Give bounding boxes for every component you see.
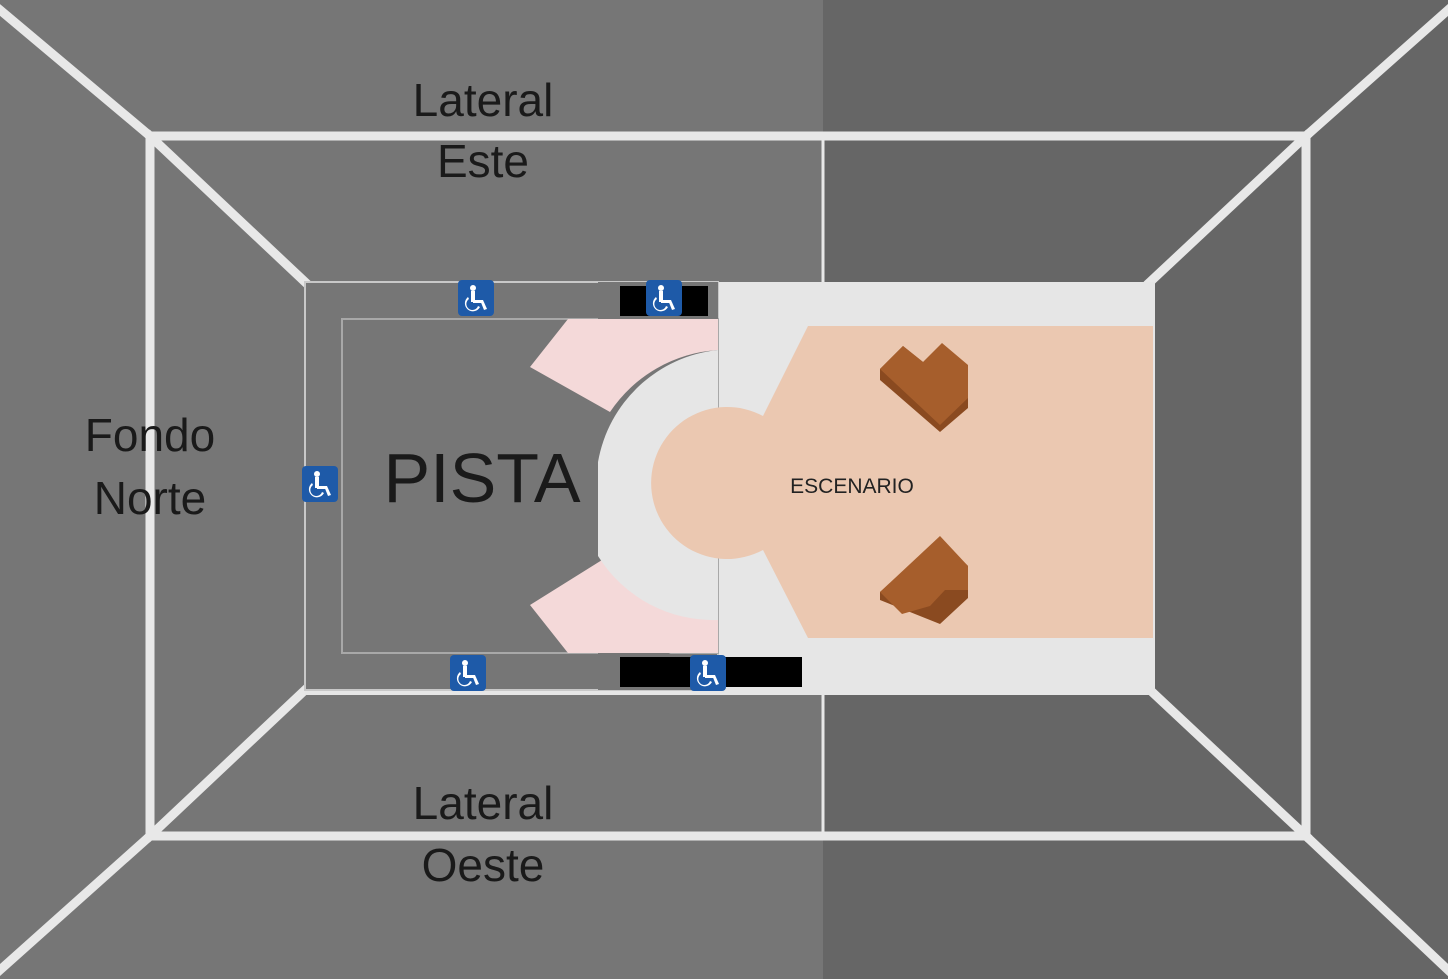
wheelchair-icon[interactable] — [646, 280, 682, 316]
fondo-norte-label-line2: Norte — [94, 472, 206, 524]
stage[interactable] — [651, 326, 1153, 638]
wheelchair-icon[interactable] — [690, 655, 726, 691]
lateral-oeste-label-line1: Lateral — [413, 777, 554, 829]
lateral-oeste-label-line2: Oeste — [422, 839, 545, 891]
speaker-icon — [880, 536, 968, 624]
wheelchair-icon[interactable] — [450, 655, 486, 691]
lateral-este-label-line2: Este — [437, 135, 529, 187]
stand-dividers — [0, 3, 1448, 977]
wheelchair-icon[interactable] — [302, 466, 338, 502]
escenario-label: ESCENARIO — [790, 475, 914, 498]
lateral-este-label-line1: Lateral — [413, 74, 554, 126]
fondo-norte-label-line1: Fondo — [85, 409, 215, 461]
wheelchair-icon[interactable] — [458, 280, 494, 316]
pink-wing-bottom — [530, 555, 718, 653]
pista-label: PISTA — [383, 439, 580, 517]
speaker-icon — [880, 343, 968, 432]
pink-wing-top — [530, 319, 718, 412]
